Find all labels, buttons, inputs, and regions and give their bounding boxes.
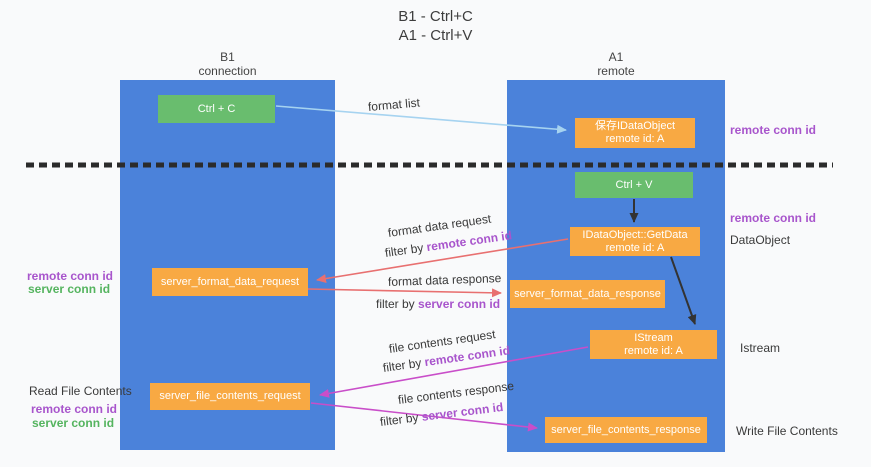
write-file-contents-label: Write File Contents — [736, 424, 838, 438]
diagram-title: B1 - Ctrl+C A1 - Ctrl+V — [0, 7, 871, 45]
ctrl-c-label: Ctrl + C — [197, 102, 236, 115]
server-conn-id-text: server conn id — [418, 297, 501, 311]
server-conn-id-text: server conn id — [420, 399, 504, 424]
right-column-role: remote — [597, 64, 635, 78]
server-format-data-response-label: server_format_data_response — [514, 287, 661, 300]
server-format-data-request-label: server_format_data_request — [160, 275, 300, 288]
server-file-contents-response-box: server_file_contents_response — [545, 417, 707, 443]
ctrl-v-label: Ctrl + V — [615, 178, 653, 191]
filter-by-prefix: filter by — [384, 240, 428, 260]
istream-box: IStream remote id: A — [590, 330, 717, 359]
ctrl-c-box: Ctrl + C — [158, 95, 275, 123]
left-server-conn-id-top-label: server conn id — [28, 282, 111, 296]
left-column-name: B1 — [220, 50, 235, 64]
filter-by-prefix: filter by — [379, 409, 423, 429]
server-file-contents-response-label: server_file_contents_response — [551, 423, 701, 436]
right-remote-conn-id-top-label: remote conn id — [730, 123, 817, 137]
getdata-box: IDataObject::GetData remote id: A — [570, 227, 700, 256]
left-remote-conn-id-top-label: remote conn id — [27, 269, 114, 283]
server-file-contents-request-box: server_file_contents_request — [150, 383, 310, 410]
left-column-role: connection — [198, 64, 257, 78]
right-column-header: A1 remote — [507, 50, 725, 78]
istream-line2: remote id: A — [624, 344, 683, 357]
format-data-response-arrow — [307, 288, 502, 298]
title-line-2: A1 - Ctrl+V — [398, 27, 473, 44]
server-file-contents-request-label: server_file_contents_request — [159, 390, 301, 402]
dataobject-label: DataObject — [730, 233, 791, 247]
filter-by-prefix: filter by — [382, 355, 426, 375]
save-dataobject-line1: 保存IDataObject — [594, 120, 676, 132]
getdata-line2: remote id: A — [605, 241, 665, 254]
right-column-name: A1 — [608, 50, 624, 64]
filter-by-prefix: filter by — [376, 297, 419, 311]
format-data-response-label: format data response — [387, 271, 502, 289]
getdata-line1: IDataObject::GetData — [582, 228, 688, 241]
save-dataobject-box: 保存IDataObject remote id: A — [575, 118, 695, 148]
read-file-contents-label: Read File Contents — [29, 384, 132, 398]
left-column-header: B1 connection — [120, 50, 335, 78]
format-data-response-filter-label: filter by server conn id — [376, 297, 500, 311]
server-format-data-response-box: server_format_data_response — [510, 280, 665, 308]
istream-side-label: Istream — [740, 341, 781, 355]
server-format-data-request-box: server_format_data_request — [152, 268, 308, 296]
title-line-1: B1 - Ctrl+C — [398, 8, 473, 25]
left-server-conn-id-bottom-label: server conn id — [32, 416, 115, 430]
ctrl-v-box: Ctrl + V — [575, 172, 693, 198]
istream-line1: IStream — [634, 331, 673, 344]
format-list-label: format list — [367, 95, 421, 114]
save-dataobject-line2: remote id: A — [605, 133, 665, 145]
right-remote-conn-id-mid-label: remote conn id — [730, 211, 817, 225]
left-remote-conn-id-bottom-label: remote conn id — [31, 402, 118, 416]
